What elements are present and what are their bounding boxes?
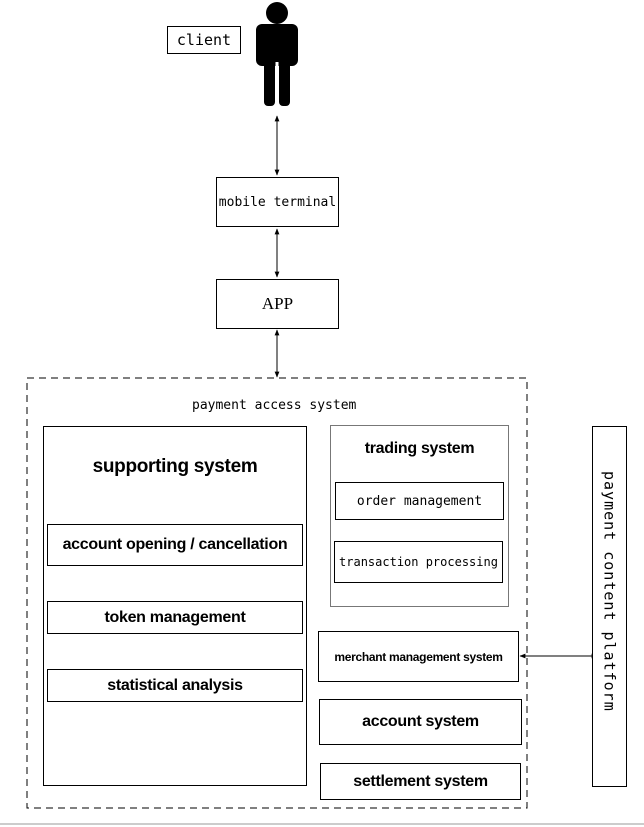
trading-system-title: trading system xyxy=(364,440,475,457)
statistical-analysis-box: statistical analysis xyxy=(47,669,303,702)
mobile-terminal-box: mobile terminal xyxy=(216,177,339,227)
account-system-box: account system xyxy=(319,699,522,745)
settlement-system-box: settlement system xyxy=(320,763,521,800)
payment-access-frame xyxy=(26,377,528,809)
payment-content-platform-label: payment content platform xyxy=(600,471,619,712)
transaction-processing-box: transaction processing xyxy=(334,541,503,583)
supporting-system-title: supporting system xyxy=(92,456,258,477)
client-label: client xyxy=(167,26,241,54)
payment-content-platform-box: payment content platform xyxy=(592,426,627,787)
merchant-management-box: merchant management system xyxy=(318,631,519,682)
payment-access-system-label: payment access system xyxy=(192,398,357,413)
account-opening-box: account opening / cancellation xyxy=(47,524,303,566)
order-management-box: order management xyxy=(335,482,504,520)
app-box: APP xyxy=(216,279,339,329)
token-management-box: token management xyxy=(47,601,303,634)
person-icon xyxy=(256,2,298,106)
